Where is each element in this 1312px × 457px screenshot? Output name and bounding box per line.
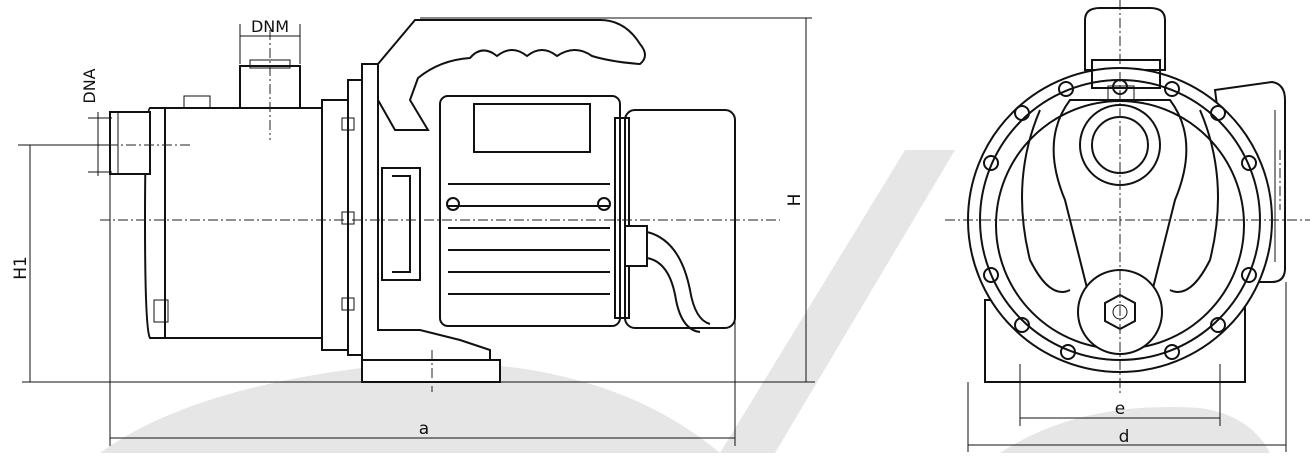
- front-discharge-port: [1084, 7, 1166, 71]
- watermark-arc-right: [1000, 406, 1270, 453]
- bolt-icon: [1164, 344, 1180, 360]
- dnm-label: DNM: [251, 17, 289, 36]
- bolt-icon: [341, 297, 355, 311]
- front-casting-rib-left: [1021, 109, 1071, 293]
- front-bolts: [983, 79, 1257, 360]
- fin-screw: [446, 197, 460, 211]
- bolt-icon: [983, 155, 999, 171]
- front-vent-plug: [1107, 85, 1135, 101]
- power-cable: [646, 231, 711, 325]
- bolt-icon: [341, 117, 355, 131]
- pump-housing: [143, 107, 323, 339]
- bolt-icon: [1014, 317, 1030, 333]
- bolt-icon: [1210, 105, 1226, 121]
- a-label: a: [419, 419, 429, 439]
- bolt-icon: [1058, 81, 1074, 97]
- fan-cover: [624, 109, 736, 329]
- watermark-slash: [720, 150, 955, 453]
- cooling-fins: [448, 183, 610, 295]
- bolt-icon: [1241, 155, 1257, 171]
- watermark-arc-left: [100, 361, 720, 453]
- terminal-box: [473, 103, 591, 153]
- fill-plug: [183, 95, 211, 109]
- motor-body: [439, 95, 621, 327]
- h-label: H: [785, 194, 805, 207]
- drain-plug: [153, 299, 169, 323]
- housing-flange: [321, 99, 349, 351]
- e-label: e: [1115, 399, 1125, 419]
- bolt-icon: [1164, 81, 1180, 97]
- bolt-icon: [983, 267, 999, 283]
- watermark-logo: [100, 150, 1270, 453]
- d-label: d: [1119, 427, 1130, 447]
- motor-clamp: [381, 167, 421, 281]
- side-view-dimensions: DNM DNA H1 H a: [11, 17, 815, 446]
- fan-cover-rim: [614, 117, 630, 319]
- bolt-icon: [1060, 344, 1076, 360]
- bolt-icon: [1014, 105, 1030, 121]
- handle: [377, 19, 646, 131]
- cable-gland: [624, 225, 648, 267]
- dna-label: DNA: [80, 68, 99, 103]
- base-foot: [361, 359, 501, 383]
- front-casting-rib-right: [1169, 109, 1219, 293]
- power-cable: [646, 257, 701, 333]
- inlet-port: [109, 111, 151, 175]
- bolt-icon: [1210, 317, 1226, 333]
- pump-side-view: [109, 19, 736, 383]
- bolt-icon: [1241, 267, 1257, 283]
- front-view-dimensions: e d: [945, 0, 1310, 452]
- fin-screw: [597, 197, 611, 211]
- motor-flange: [347, 79, 363, 356]
- bolt-icon: [341, 211, 355, 225]
- pump-front-view: [967, 7, 1286, 383]
- h1-label: H1: [11, 256, 31, 280]
